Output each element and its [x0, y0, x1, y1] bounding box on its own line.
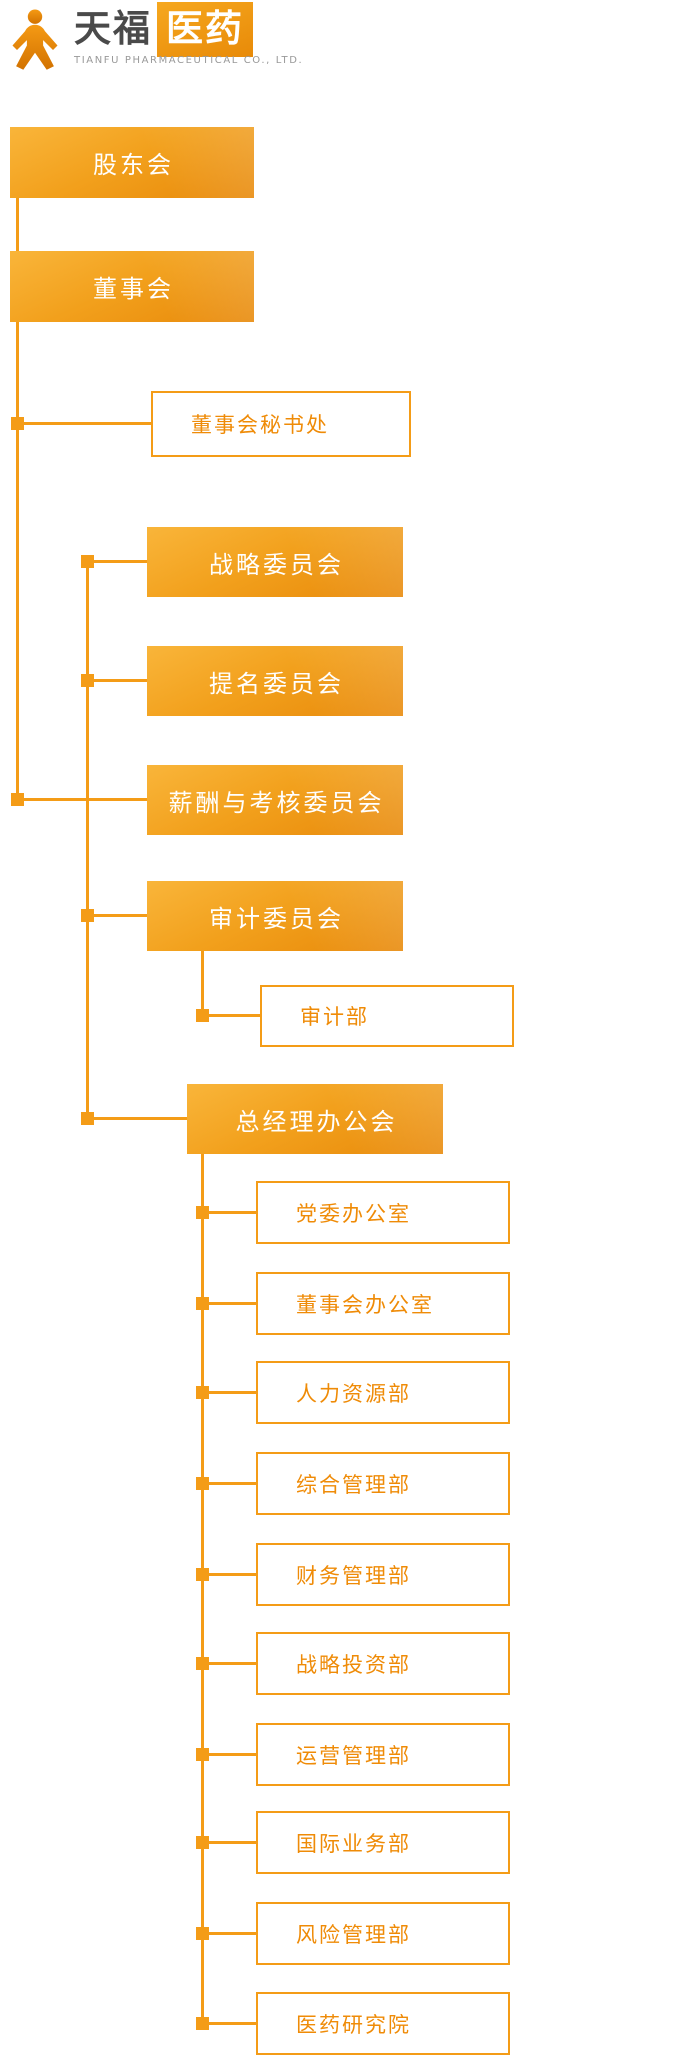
connector-line — [201, 1391, 256, 1394]
org-node-general-management-dept: 综合管理部 — [256, 1452, 510, 1515]
connector-line — [201, 1662, 256, 1665]
org-node-pharma-research-institute: 医药研究院 — [256, 1992, 510, 2055]
connector-line — [86, 914, 147, 917]
connector-node — [196, 1009, 209, 1022]
connector-line — [201, 1753, 256, 1756]
company-logo: 天福医药 TIANFU PHARMACEUTICAL CO., LTD. — [8, 2, 304, 75]
org-node-label: 财务管理部 — [296, 1563, 411, 1588]
connector-node — [81, 1112, 94, 1125]
connector-line — [86, 560, 89, 1119]
org-node-label: 总经理办公会 — [235, 1107, 398, 1136]
org-node-audit-department: 审计部 — [260, 985, 514, 1047]
org-node-label: 审计委员会 — [209, 904, 344, 933]
org-node-international-business-dept: 国际业务部 — [256, 1811, 510, 1874]
org-node-label: 董事会 — [93, 275, 174, 303]
connector-line — [16, 322, 19, 802]
connector-node — [196, 1836, 209, 1849]
connector-node — [196, 1386, 209, 1399]
org-node-party-committee-office: 党委办公室 — [256, 1181, 510, 1244]
connector-line — [16, 798, 147, 801]
person-icon — [12, 9, 58, 70]
connector-node — [196, 1568, 209, 1581]
org-node-label: 薪酬与考核委员会 — [168, 788, 385, 817]
connector-line — [201, 951, 204, 1016]
connector-line — [201, 1841, 256, 1844]
org-node-label: 党委办公室 — [296, 1201, 411, 1226]
org-node-label: 风险管理部 — [296, 1922, 411, 1947]
org-node-human-resources-dept: 人力资源部 — [256, 1361, 510, 1424]
connector-node — [81, 674, 94, 687]
connector-node — [11, 417, 24, 430]
connector-line — [86, 560, 147, 563]
connector-line — [201, 1573, 256, 1576]
org-node-shareholders-meeting: 股东会 — [10, 127, 254, 198]
connector-line — [201, 1014, 260, 1017]
connector-line — [201, 1154, 204, 2025]
connector-node — [196, 1748, 209, 1761]
org-node-label: 战略投资部 — [296, 1652, 411, 1677]
org-node-label: 国际业务部 — [296, 1831, 411, 1856]
company-name-primary: 天福 — [74, 7, 152, 50]
connector-line — [201, 1932, 256, 1935]
org-node-label: 审计部 — [300, 1005, 369, 1029]
org-node-financial-management-dept: 财务管理部 — [256, 1543, 510, 1606]
connector-node — [196, 1927, 209, 1940]
connector-node — [196, 2017, 209, 2030]
connector-line — [201, 1302, 256, 1305]
connector-line — [201, 2022, 256, 2025]
org-node-label: 战略委员会 — [209, 550, 344, 579]
org-node-risk-management-dept: 风险管理部 — [256, 1902, 510, 1965]
company-name-cn: 天福医药 — [74, 2, 303, 57]
org-node-label: 医药研究院 — [296, 2012, 411, 2037]
company-name-block: 天福医药 TIANFU PHARMACEUTICAL CO., LTD. — [74, 2, 304, 66]
org-node-label: 股东会 — [93, 151, 174, 179]
org-node-board-secretariat: 董事会秘书处 — [151, 391, 411, 457]
org-node-board-of-directors: 董事会 — [10, 251, 254, 322]
org-node-label: 综合管理部 — [296, 1472, 411, 1497]
org-node-label: 运营管理部 — [296, 1743, 411, 1768]
org-node-remuneration-committee: 薪酬与考核委员会 — [147, 765, 403, 835]
org-node-label: 提名委员会 — [209, 669, 344, 698]
org-node-gm-office-meeting: 总经理办公会 — [187, 1084, 443, 1154]
org-node-board-office: 董事会办公室 — [256, 1272, 510, 1335]
org-node-label: 董事会办公室 — [296, 1292, 434, 1317]
connector-node — [81, 909, 94, 922]
connector-line — [86, 679, 147, 682]
connector-node — [196, 1206, 209, 1219]
org-node-operations-management-dept: 运营管理部 — [256, 1723, 510, 1786]
org-node-label: 人力资源部 — [296, 1381, 411, 1406]
connector-node — [196, 1657, 209, 1670]
company-subtitle: TIANFU PHARMACEUTICAL CO., LTD. — [74, 54, 304, 66]
connector-node — [11, 793, 24, 806]
company-name-highlight: 医药 — [157, 2, 253, 57]
org-node-nomination-committee: 提名委员会 — [147, 646, 403, 716]
connector-line — [16, 198, 19, 251]
org-node-audit-committee: 审计委员会 — [147, 881, 403, 951]
org-node-strategy-committee: 战略委员会 — [147, 527, 403, 597]
connector-line — [201, 1211, 256, 1214]
org-node-strategic-investment-dept: 战略投资部 — [256, 1632, 510, 1695]
connector-node — [81, 555, 94, 568]
connector-node — [196, 1477, 209, 1490]
connector-line — [201, 1482, 256, 1485]
org-node-label: 董事会秘书处 — [191, 413, 329, 437]
connector-node — [196, 1297, 209, 1310]
connector-line — [86, 1117, 187, 1120]
connector-line — [16, 422, 151, 425]
